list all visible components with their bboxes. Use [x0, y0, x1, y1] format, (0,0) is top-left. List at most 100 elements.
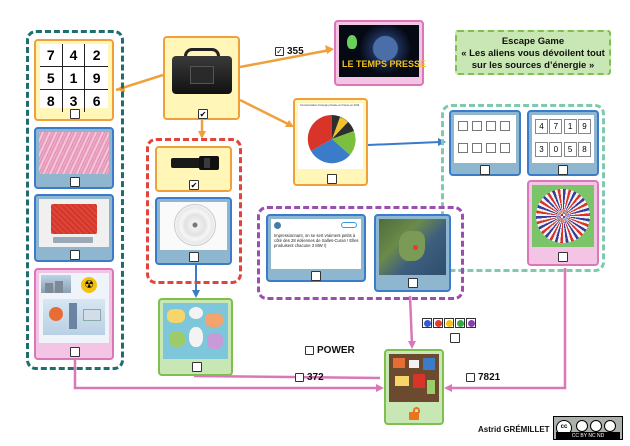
- final-card[interactable]: [384, 349, 444, 425]
- number-cell: 7: [549, 119, 563, 134]
- tweet-card[interactable]: Impressionnant, on se sert vraiment peti…: [266, 214, 366, 282]
- energy-poster-image: ☢: [39, 273, 109, 343]
- number-cell: 4: [535, 119, 548, 134]
- grid-cell: 4: [62, 44, 86, 67]
- checkbox-checked[interactable]: ✓: [275, 46, 284, 56]
- code-power: POWER: [305, 345, 355, 356]
- grid-cell: 2: [85, 44, 108, 67]
- code-355: ✓355: [275, 46, 304, 57]
- number-cell: 3: [535, 142, 548, 157]
- color-dot-yellow: [444, 318, 454, 328]
- follow-button: [341, 222, 357, 228]
- grid-cell: 1: [62, 67, 86, 90]
- tweet-line-1: Impressionnant, on se sert vraiment peti…: [274, 233, 356, 238]
- checkbox[interactable]: [70, 347, 80, 357]
- grid-cell: 6: [92, 93, 101, 109]
- banner-image: LE TEMPS PRESSE: [339, 25, 426, 77]
- number-cell: 5: [563, 142, 577, 157]
- checkbox[interactable]: [70, 250, 80, 260]
- texture-card[interactable]: [34, 127, 114, 189]
- number-cell: 9: [577, 119, 591, 134]
- checkbox[interactable]: [450, 333, 460, 343]
- energy-poster-card[interactable]: ☢: [34, 268, 114, 360]
- pink-texture-image: [39, 132, 109, 174]
- checkbox[interactable]: [70, 177, 80, 187]
- grid-puzzle-card[interactable]: 7 4 2 5 1 9 8 3 6: [34, 39, 114, 121]
- grid-cell: 9: [85, 67, 108, 90]
- number-row-1: 4 7 1 9: [535, 119, 591, 134]
- banner-card[interactable]: LE TEMPS PRESSE: [334, 20, 426, 86]
- dartboard-card[interactable]: [527, 180, 599, 266]
- checkbox[interactable]: [327, 174, 337, 184]
- pie-chart-title: Consommation d’énergie primaire en Franc…: [300, 104, 360, 107]
- number-cell: 1: [563, 119, 577, 134]
- satellite-map-card[interactable]: [374, 214, 451, 292]
- checkbox[interactable]: [466, 372, 475, 382]
- checkbox[interactable]: [305, 345, 314, 355]
- grid-cell: 3: [63, 90, 86, 112]
- grid-cell: 8: [40, 90, 63, 112]
- tweet-line-3: produisent chacune 3 MW !): [274, 243, 327, 248]
- banner-title: LE TEMPS PRESSE: [342, 59, 427, 69]
- final-table-image: [389, 354, 439, 402]
- checkbox[interactable]: [70, 109, 80, 119]
- grid-puzzle: 7 4 2 5 1 9 8 3 6: [40, 44, 108, 112]
- checkbox[interactable]: [408, 278, 418, 288]
- number-panel-card[interactable]: 4 7 1 9 3 0 5 8: [527, 110, 599, 176]
- color-dot-blue: [422, 318, 432, 328]
- color-code: [422, 318, 476, 328]
- license-text: CC BY NC ND: [556, 432, 620, 440]
- avatar: [274, 222, 281, 229]
- red-tablet-screen: [51, 204, 97, 234]
- checkbox[interactable]: [189, 252, 199, 262]
- nd-icon: [604, 420, 616, 432]
- checkbox-checked[interactable]: ✔: [189, 180, 199, 190]
- padlock-open-icon[interactable]: [409, 407, 421, 421]
- checkbox-checked[interactable]: ✔: [198, 109, 208, 119]
- nc-icon: [590, 420, 602, 432]
- by-icon: [576, 420, 588, 432]
- grid-cell: 7: [40, 44, 63, 67]
- alien-icon: [347, 35, 357, 49]
- checkbox[interactable]: [480, 165, 490, 175]
- pie-chart-card[interactable]: Consommation d’énergie primaire en Franc…: [293, 98, 368, 186]
- title-line-3: sur les sources d’énergie »: [471, 60, 595, 71]
- number-cell: 8: [577, 142, 591, 157]
- radiation-icon: ☢: [81, 277, 97, 293]
- code-372: 372: [295, 372, 324, 383]
- checkbox[interactable]: [192, 362, 202, 372]
- left-group: [26, 30, 124, 370]
- checkbox[interactable]: [558, 165, 568, 175]
- purple-group: [257, 206, 464, 300]
- camera-bag-card[interactable]: ✔: [163, 36, 240, 120]
- title-line-1: Escape Game: [501, 36, 565, 47]
- checkbox[interactable]: [311, 271, 321, 281]
- board-map-image: [163, 303, 228, 359]
- satellite-map-image: [379, 219, 446, 275]
- pie-chart: [307, 114, 356, 164]
- checkbox[interactable]: [558, 252, 568, 262]
- board-map-card[interactable]: [158, 298, 233, 376]
- mint-group: [441, 104, 605, 272]
- camera-bag-image: [172, 48, 232, 96]
- cc-license-badge: cc CC BY NC ND: [553, 416, 623, 440]
- flashlight-card[interactable]: ✔: [155, 146, 232, 192]
- flashlight-image: [171, 156, 219, 170]
- disc-image: [174, 204, 216, 246]
- disc-card[interactable]: [155, 197, 232, 265]
- red-group: [146, 138, 242, 284]
- grid-cell: 5: [40, 67, 63, 90]
- color-dot-red: [433, 318, 443, 328]
- red-tablet-card[interactable]: [34, 194, 114, 262]
- tweet-line-2: côté des 28 éoliennes de Salles-Curan ! …: [274, 238, 359, 243]
- dartboard-image: [536, 189, 590, 243]
- checkbox[interactable]: [295, 372, 304, 382]
- brand-logo: [53, 237, 93, 243]
- code-sheet-card[interactable]: [449, 110, 521, 176]
- code-sheet-image: [454, 115, 516, 163]
- color-dot-green: [455, 318, 465, 328]
- title-box: Escape Game « Les aliens vous dévoilent …: [455, 30, 611, 75]
- code-7821: 7821: [466, 372, 500, 383]
- number-cell: 0: [549, 142, 563, 157]
